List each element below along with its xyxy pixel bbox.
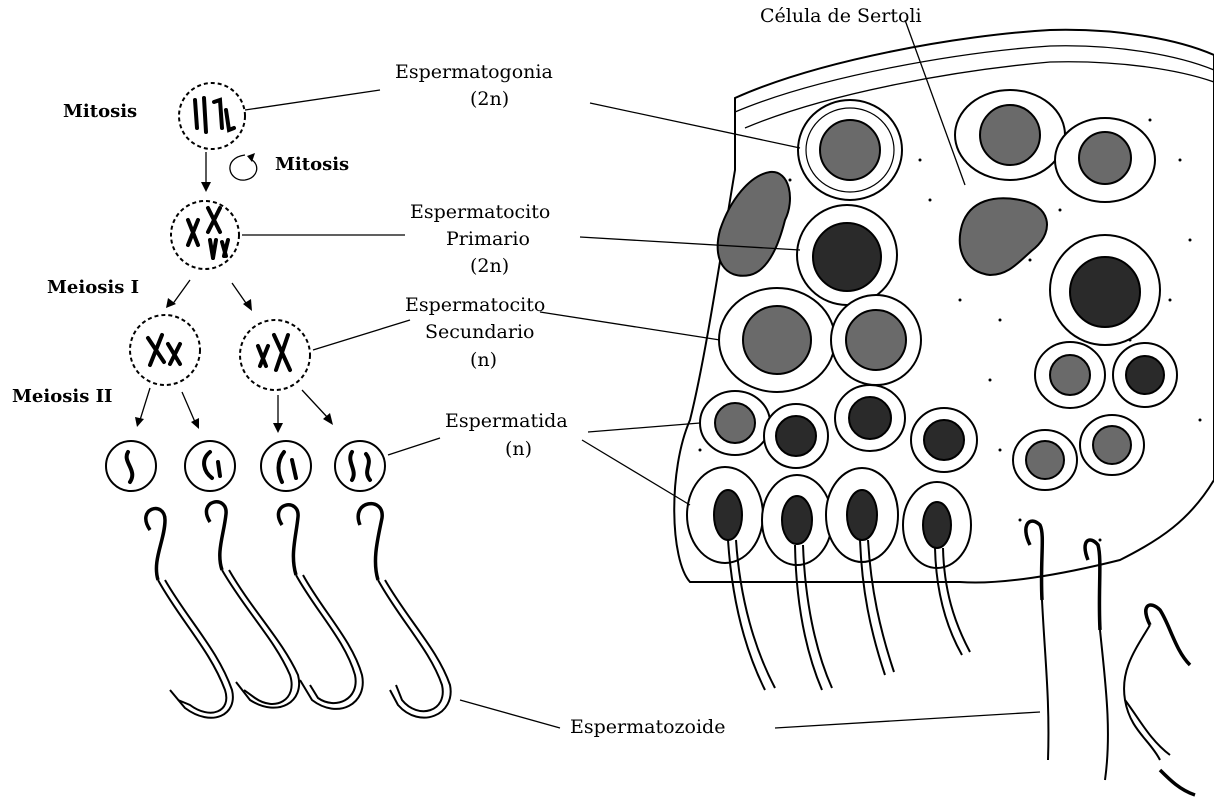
tubule-tissue — [674, 30, 1214, 795]
lineage-diagram — [106, 83, 451, 718]
primary-spermatocyte-cell — [797, 205, 897, 305]
spermatogonium-cell — [1055, 118, 1155, 202]
label-spermatogonia: Espermatogonia — [395, 61, 553, 83]
label-spermatid: Espermatida — [445, 410, 568, 432]
round-spermatid-cell — [911, 408, 977, 472]
label-spermatogonia-ploidy: (2n) — [470, 88, 509, 110]
released-spermatozoon — [1124, 605, 1190, 760]
secondary-spermatocyte-cell — [719, 288, 835, 392]
spermatogonium-circle — [179, 83, 245, 149]
leader-spermatid-right-1 — [588, 423, 700, 432]
spermatozoon — [358, 504, 450, 718]
spermatid-circle — [185, 441, 235, 491]
released-spermatozoon — [1125, 700, 1195, 795]
spermatogonium-cell — [955, 90, 1065, 180]
released-spermatozoon — [1085, 540, 1108, 780]
leader-spermatozoa-right — [775, 712, 1040, 728]
stage-mitosis-cycle: Mitosis — [275, 154, 349, 175]
stage-mitosis-top: Mitosis — [63, 101, 137, 122]
label-spermatid-ploidy: (n) — [505, 438, 532, 460]
leader-spermatid-right-2 — [582, 440, 690, 505]
label-secondary-2: Secundario — [425, 321, 534, 343]
label-secondary-1: Espermatocito — [405, 294, 545, 316]
leader-spermatid-left — [388, 438, 440, 455]
secondary-spermatocyte-cell — [1035, 342, 1105, 408]
mitosis-arrowhead — [201, 182, 211, 192]
label-primary-2: Primario — [446, 228, 530, 250]
secondary-spermatocyte-circle — [240, 320, 310, 390]
leader-spermatozoa-left — [460, 700, 560, 728]
leader-secondary-right — [540, 312, 720, 340]
secondary-spermatocyte-circle — [130, 315, 200, 385]
label-secondary-ploidy: (n) — [470, 349, 497, 371]
leader-secondary-left — [313, 320, 410, 350]
label-spermatozoa: Espermatozoide — [570, 716, 725, 738]
round-spermatid-cell — [1080, 415, 1144, 475]
label-sertoli: Célula de Sertoli — [760, 5, 922, 27]
round-spermatid-cell — [835, 385, 905, 451]
primary-spermatocyte-circle — [171, 201, 239, 269]
round-spermatid-cell — [764, 404, 828, 468]
round-spermatid-cell — [1013, 430, 1077, 490]
round-spermatid-cell — [700, 391, 770, 455]
label-primary-ploidy: (2n) — [470, 255, 509, 277]
secondary-spermatocyte-cell — [831, 295, 921, 385]
leader-spermatogonia-left — [245, 90, 380, 110]
spermatogonium-cell — [798, 100, 902, 200]
stage-meiosis-2: Meiosis II — [12, 386, 112, 407]
spermatid-circle — [106, 441, 156, 491]
secondary-spermatocyte-cell — [1113, 343, 1177, 407]
spermatid-circle — [335, 441, 385, 491]
label-primary-1: Espermatocito — [410, 201, 550, 223]
spermatid-circle — [261, 441, 311, 491]
primary-spermatocyte-cell — [1050, 235, 1160, 345]
stage-meiosis-1: Meiosis I — [47, 277, 139, 298]
